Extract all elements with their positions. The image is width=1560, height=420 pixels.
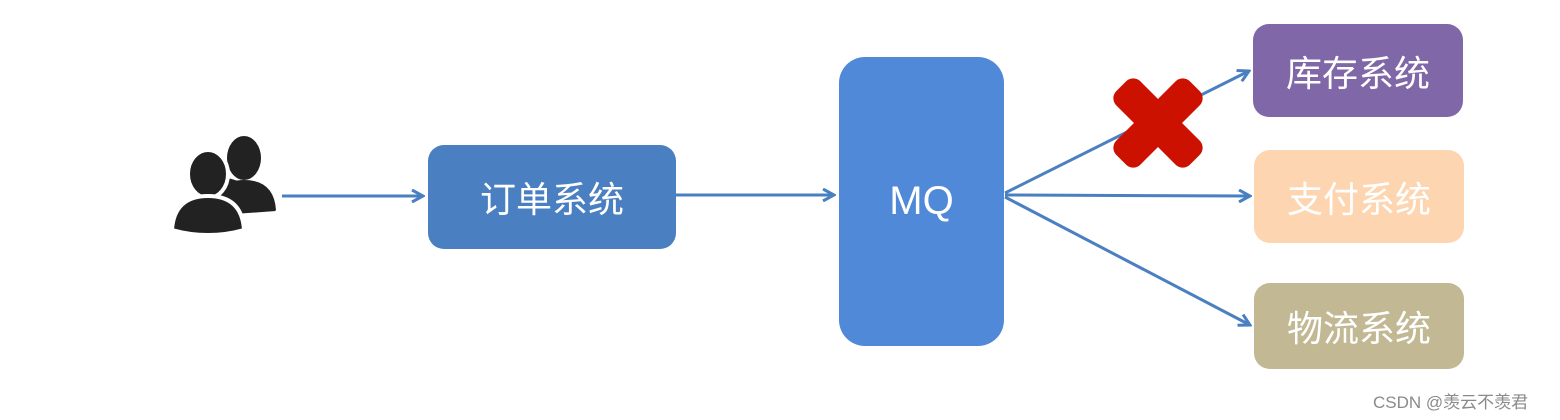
logistics-system-node: 物流系统 (1254, 283, 1464, 369)
order-system-node: 订单系统 (428, 145, 676, 249)
watermark: CSDN @羡云不羡君 (1373, 393, 1529, 412)
arrow-mq-to-payment (1004, 195, 1250, 196)
payment-system-node: 支付系统 (1254, 150, 1464, 243)
mq-label: MQ (889, 179, 954, 223)
mq-node: MQ (839, 57, 1004, 346)
logistics-system-label: 物流系统 (1286, 309, 1431, 350)
order-system-label: 订单系统 (479, 180, 624, 221)
users-icon (169, 136, 276, 237)
red-x-icon (1113, 78, 1203, 168)
inventory-system-node: 库存系统 (1253, 24, 1463, 117)
inventory-system-label: 库存系统 (1285, 53, 1430, 95)
arrow-mq-to-logistics (1004, 195, 1250, 325)
payment-system-label: 支付系统 (1286, 179, 1431, 221)
